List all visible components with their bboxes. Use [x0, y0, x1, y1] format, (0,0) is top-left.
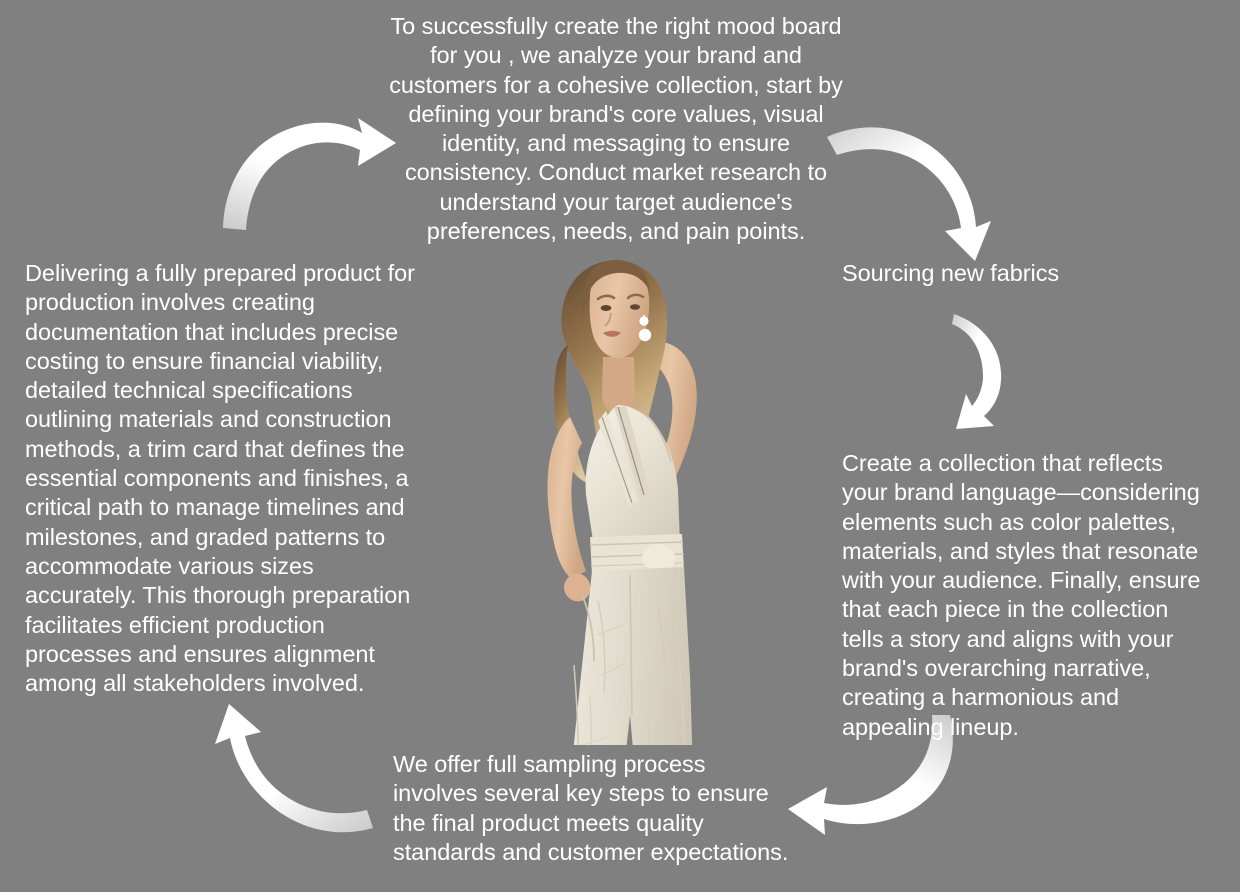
step-text-sampling: We offer full sampling process involves … [393, 751, 789, 865]
arrow-sampling-to-production [215, 704, 373, 833]
fashion-model-photo [498, 245, 766, 745]
arrow-production-to-moodboard [223, 118, 396, 230]
step-text-mood-board: To successfully create the right mood bo… [389, 13, 850, 245]
step-text-sourcing: Sourcing new fabrics [842, 260, 1060, 286]
arrow-moodboard-to-sourcing [827, 127, 991, 261]
step-text-production: Delivering a fully prepared product for … [25, 260, 422, 697]
step-text-collection: Create a collection that reflects your b… [842, 450, 1207, 740]
arrow-sourcing-to-collection [952, 314, 1002, 429]
